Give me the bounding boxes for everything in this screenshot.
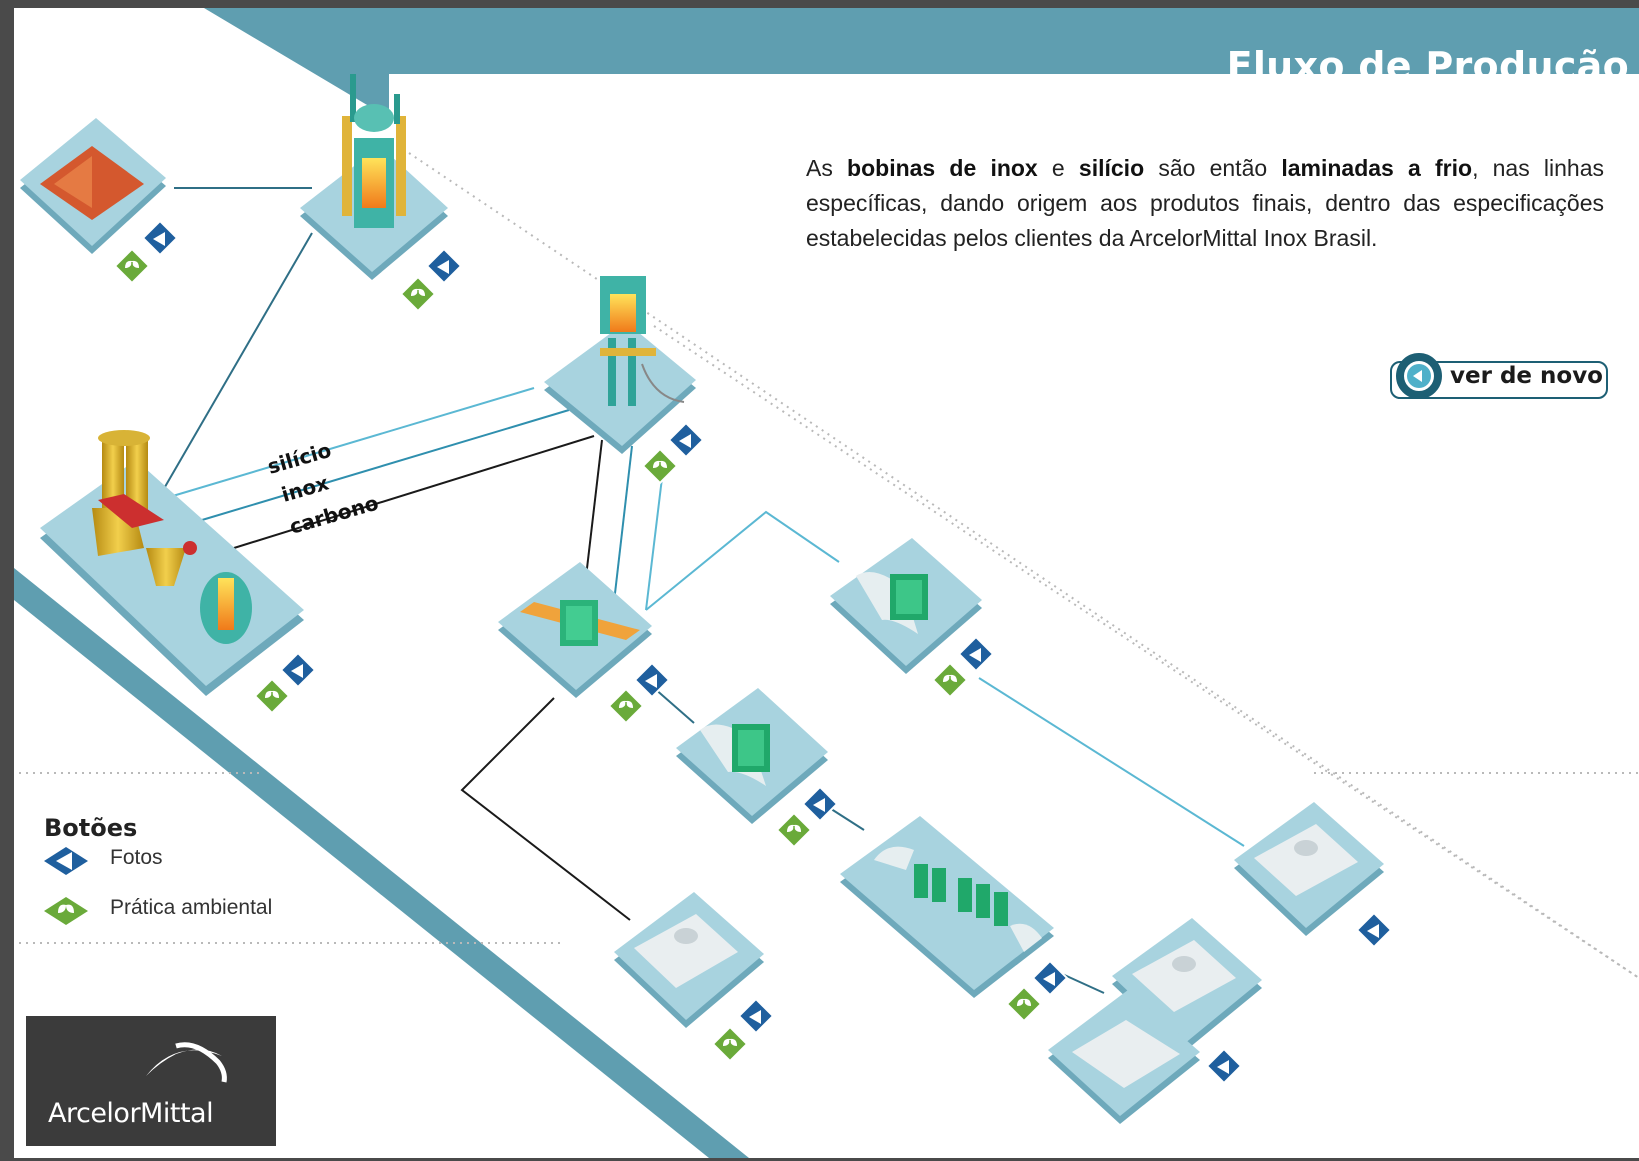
steel-sheet: [1254, 824, 1358, 896]
production-flow-screen: silício inox carbono: [14, 8, 1639, 1158]
node-product-carbon[interactable]: [614, 892, 764, 1028]
node-product-inox[interactable]: [1048, 918, 1262, 1124]
node-cold-rolling-silicon[interactable]: [830, 538, 982, 674]
node-hot-rolling[interactable]: [498, 562, 652, 698]
replay-button[interactable]: ver de novo: [1384, 353, 1612, 409]
description-bold: silício: [1078, 155, 1145, 181]
photo-button-product-carbon[interactable]: [738, 998, 774, 1034]
node-raw-material[interactable]: [20, 118, 166, 254]
photo-arrow-icon: [44, 847, 88, 875]
production-flow-diagram: silício inox carbono: [14, 8, 1639, 1158]
node-reduction-furnace[interactable]: [300, 74, 448, 280]
leaf-icon: [44, 897, 88, 925]
description-part: e: [1037, 155, 1079, 181]
photo-button-product-inox[interactable]: [1206, 1048, 1242, 1084]
legend-label-photos: Fotos: [110, 846, 163, 869]
photo-button-reduction-furnace[interactable]: [426, 248, 462, 284]
node-cold-rolling-inox[interactable]: [676, 688, 828, 824]
photo-button-cold-rolling-silicon[interactable]: [958, 636, 994, 672]
photo-button-product-silicon[interactable]: [1356, 912, 1392, 948]
photo-button-hot-rolling[interactable]: [634, 662, 670, 698]
company-logo: ArcelorMittal: [26, 1016, 276, 1146]
page-title: Fluxo de Produção: [1226, 44, 1629, 88]
photo-button-steel-shop[interactable]: [280, 652, 316, 688]
description-part: , nas linhas específicas, dando origem a…: [806, 155, 1605, 251]
steel-sheet: [634, 914, 738, 988]
description-text: As bobinas de inox e silício são então l…: [806, 151, 1604, 256]
photo-button-raw-material[interactable]: [142, 220, 178, 256]
env-button-product-carbon[interactable]: [712, 1026, 748, 1062]
logo-text: ArcelorMittal: [48, 1098, 214, 1129]
replay-button-label: ver de novo: [1450, 363, 1603, 389]
dotted-guides: [19, 152, 1639, 979]
steel-sheet: [1132, 940, 1236, 1012]
env-button-raw-material[interactable]: [114, 248, 150, 284]
node-tandem-line[interactable]: [840, 816, 1054, 998]
node-continuous-casting[interactable]: [544, 276, 696, 454]
photo-button-continuous-casting[interactable]: [668, 422, 704, 458]
photo-button-cold-rolling-inox[interactable]: [802, 786, 838, 822]
legend-title: Botões: [44, 814, 138, 842]
description-part: As: [806, 155, 848, 181]
node-steel-shop[interactable]: [40, 430, 304, 696]
sheet-stack: [1072, 1020, 1180, 1088]
env-button-reduction-furnace[interactable]: [400, 276, 436, 312]
description-bold: laminadas a frio: [1281, 155, 1473, 181]
env-button-hot-rolling[interactable]: [608, 688, 644, 724]
arc-logo-icon: [146, 1042, 227, 1083]
diagonal-band: [14, 568, 749, 1158]
env-button-continuous-casting[interactable]: [642, 448, 678, 484]
route-label-inox: inox: [279, 471, 332, 507]
env-button-steel-shop[interactable]: [254, 678, 290, 714]
env-button-tandem-line[interactable]: [1006, 986, 1042, 1022]
description-part: são então: [1144, 155, 1282, 181]
header-band: [204, 8, 1639, 118]
rolling-stands: [914, 864, 1008, 926]
env-button-cold-rolling-silicon[interactable]: [932, 662, 968, 698]
node-product-silicon[interactable]: [1234, 802, 1384, 936]
env-button-cold-rolling-inox[interactable]: [776, 812, 812, 848]
replay-arrow-icon: [1396, 353, 1442, 399]
connection-lines: [161, 187, 1245, 994]
description-bold: bobinas de inox: [847, 155, 1038, 181]
photo-button-tandem-line[interactable]: [1032, 960, 1068, 996]
route-labels: silício inox carbono: [265, 438, 381, 539]
legend-label-environment: Prática ambiental: [110, 896, 273, 919]
